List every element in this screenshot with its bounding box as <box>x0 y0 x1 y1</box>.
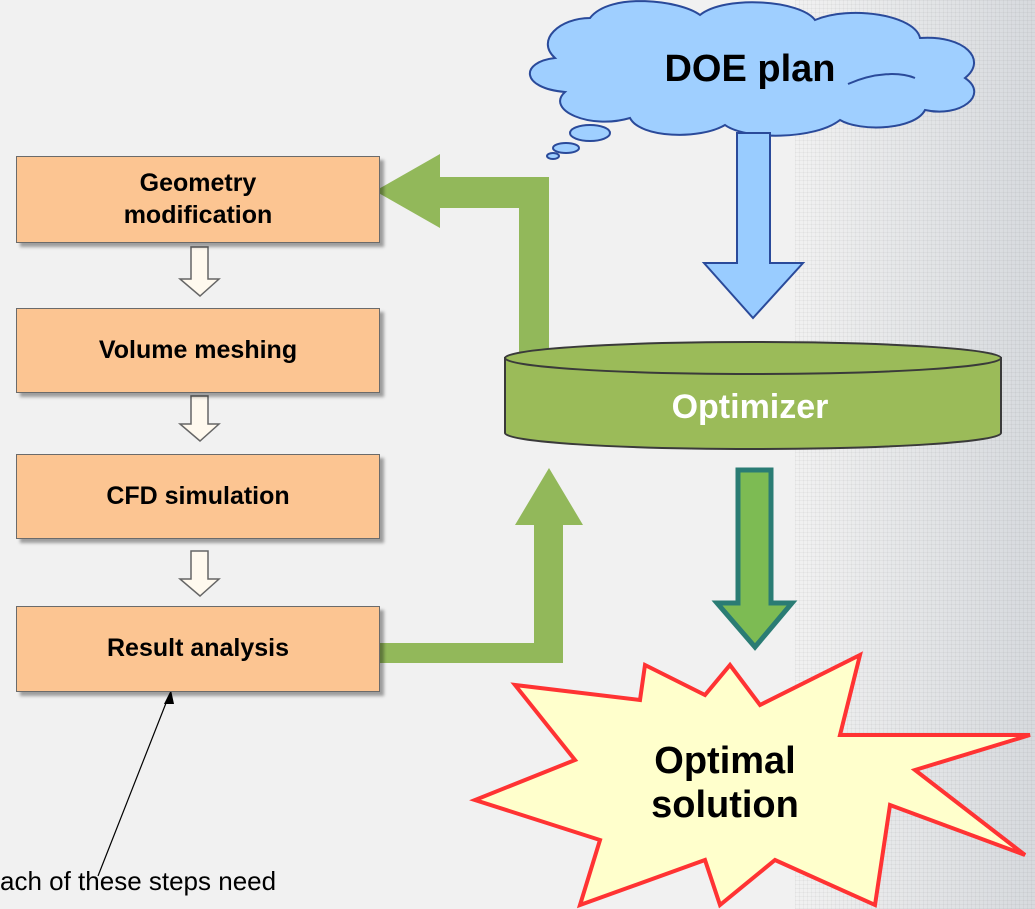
doe-plan-label: DOE plan <box>664 48 836 90</box>
optimizer-cylinder <box>504 341 1002 450</box>
step-geometry-modification: Geometry modification <box>16 156 380 243</box>
output-arrow <box>711 467 798 651</box>
thought-bubble-medium <box>552 142 580 154</box>
step-label: Geometry modification <box>123 169 273 229</box>
annotation-pointer-head <box>164 690 174 704</box>
optimal-solution-burst <box>469 651 1031 909</box>
step-volume-meshing: Volume meshing <box>16 308 380 393</box>
annotation-note: ach of these steps need <box>0 866 277 896</box>
step-label: Result analysis <box>106 634 290 663</box>
doe-down-arrow <box>701 132 806 320</box>
doe-plan-cloud <box>528 0 976 160</box>
optimal-solution-label: Optimal solution <box>651 740 799 826</box>
annotation-pointer-line <box>97 697 169 877</box>
thought-bubble-large <box>569 124 611 142</box>
optimizer-label: Optimizer <box>671 388 829 426</box>
step-result-analysis: Result analysis <box>16 606 380 692</box>
step-arrow-3 <box>177 550 221 597</box>
thought-bubble-small <box>546 152 560 160</box>
step-arrow-1 <box>177 246 221 297</box>
loop-arrow-to-geometry <box>375 154 549 355</box>
loop-arrow-to-optimizer <box>380 468 583 663</box>
step-arrow-2 <box>177 395 221 442</box>
step-label: CFD simulation <box>106 481 290 510</box>
step-cfd-simulation: CFD simulation <box>16 454 380 539</box>
step-label: Volume meshing <box>98 335 298 364</box>
